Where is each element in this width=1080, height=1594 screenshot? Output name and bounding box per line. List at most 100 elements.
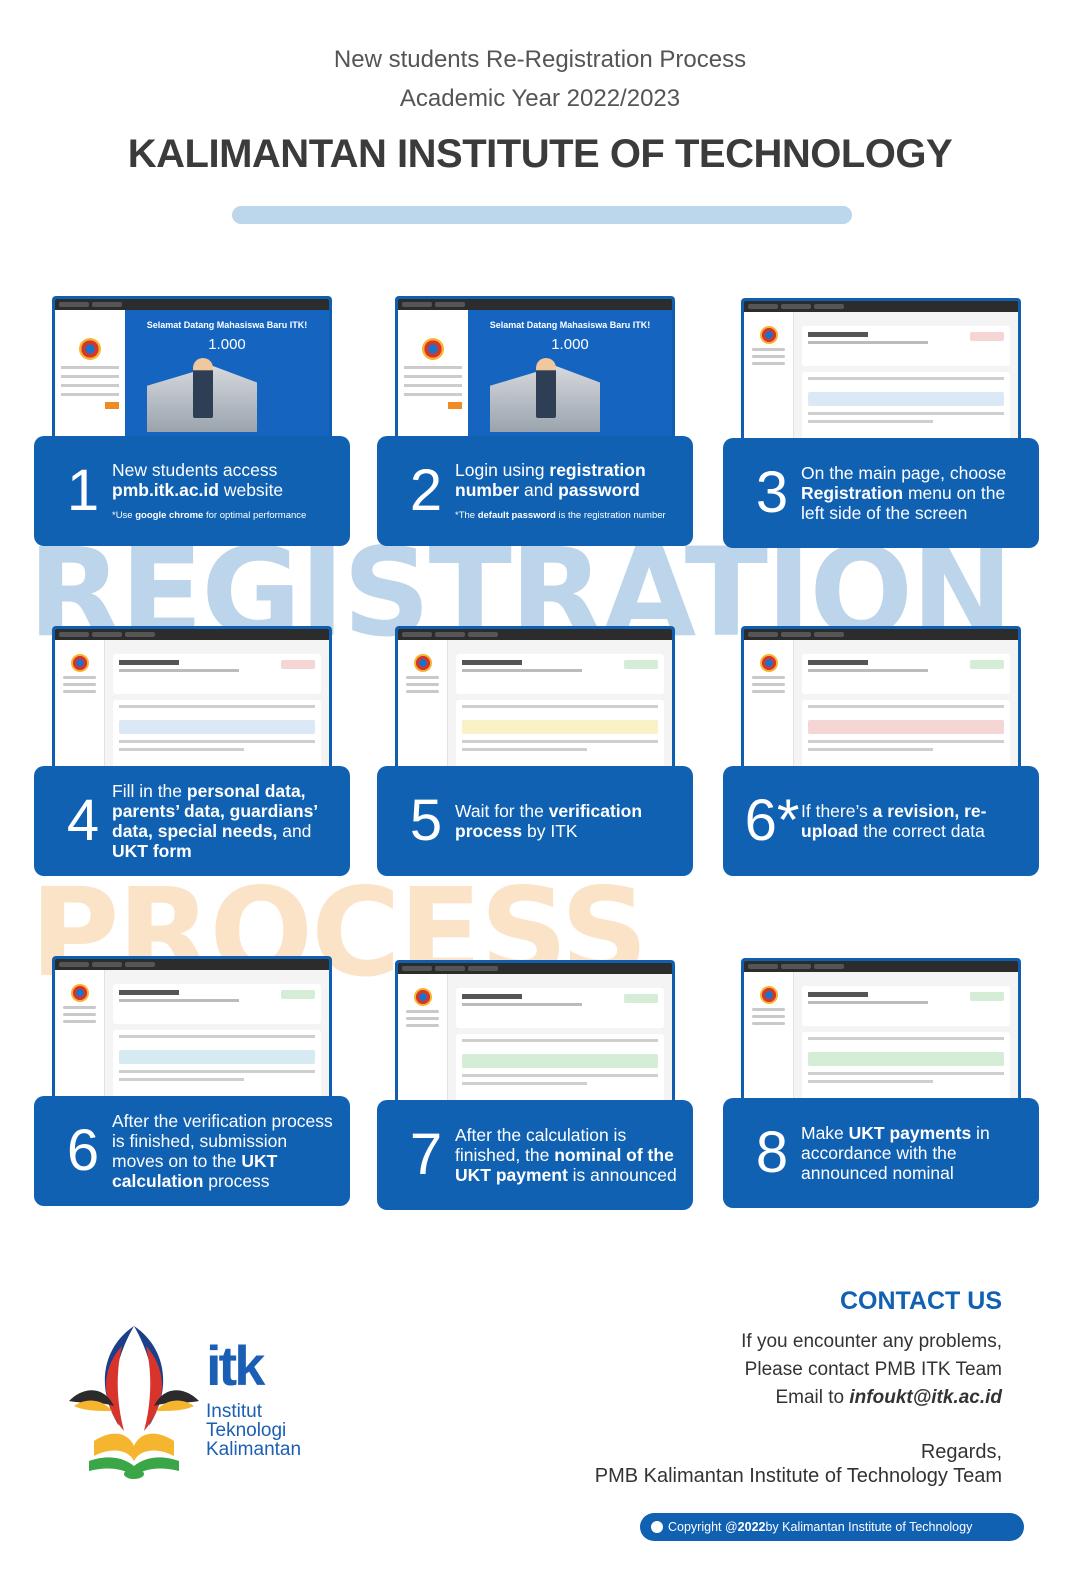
step-text: menu on the left side of the screen xyxy=(801,483,1006,523)
step-screenshot xyxy=(741,958,1021,1108)
step-screenshot xyxy=(395,626,675,776)
screenshot-count: 1.000 xyxy=(208,336,246,353)
step-description: After the verification process is finish… xyxy=(112,1096,340,1206)
step-text-bold: registration number xyxy=(455,460,646,500)
step-text: by ITK xyxy=(522,821,578,841)
step-text-bold: UKT form xyxy=(112,841,192,861)
step-text: After the calculation is finished, the xyxy=(455,1125,627,1165)
step-description: If there’s a revision, re-upload the cor… xyxy=(801,766,1029,876)
page-header: New students Re-Registration Process Aca… xyxy=(0,40,1080,177)
page-title: KALIMANTAN INSTITUTE OF TECHNOLOGY xyxy=(127,132,953,176)
step-number: 3 xyxy=(755,460,789,525)
step-card: 6 After the verification process is fini… xyxy=(34,1096,350,1206)
step-card: 2 Login using registration number and pa… xyxy=(377,436,693,546)
step-note: *The default password is the registratio… xyxy=(455,510,683,522)
step-number: 7 xyxy=(409,1122,443,1187)
step-text-bold: nominal of the UKT payment xyxy=(455,1145,674,1185)
itk-name-line-3: Kalimantan xyxy=(206,1439,302,1460)
step-screenshot xyxy=(395,960,675,1110)
step-description: Make UKT payments in accordance with the… xyxy=(801,1098,1029,1208)
step-description: On the main page, choose Registration me… xyxy=(801,438,1029,548)
step-text-bold: a revision, re-upload xyxy=(801,801,987,841)
screenshot-welcome-text: Selamat Datang Mahasiswa Baru ITK! xyxy=(489,320,651,330)
regards-block: Regards, PMB Kalimantan Institute of Tec… xyxy=(595,1440,1002,1488)
note-text-bold: default password xyxy=(477,510,556,521)
regards-text: Regards, xyxy=(920,1441,1002,1463)
contact-email-line: Email to infoukt@itk.ac.id xyxy=(595,1384,1002,1412)
step-screenshot xyxy=(52,626,332,776)
step-card: 8 Make UKT payments in accordance with t… xyxy=(723,1098,1039,1208)
step-description: New students access pmb.itk.ac.id websit… xyxy=(112,436,340,546)
step-description: Login using registration number and pass… xyxy=(455,436,683,546)
team-signature: PMB Kalimantan Institute of Technology T… xyxy=(594,1465,1002,1487)
contact-line-1: If you encounter any problems, xyxy=(741,1331,1002,1352)
step-number: 4 xyxy=(66,788,100,853)
step-text: the correct data xyxy=(858,821,985,841)
step-screenshot: Selamat Datang Mahasiswa Baru ITK! 1.000 xyxy=(395,296,675,446)
step-card: 6* If there’s a revision, re-upload the … xyxy=(723,766,1039,876)
step-card: 1 New students access pmb.itk.ac.id webs… xyxy=(34,436,350,546)
step-text: in accordance with the announced nominal xyxy=(801,1123,990,1183)
copyright-dot-icon xyxy=(651,1521,663,1533)
step-screenshot xyxy=(52,956,332,1106)
step-text-bold: personal data, parents’ data, guardians’… xyxy=(112,781,318,841)
note-text: *Use xyxy=(112,510,136,521)
email-prefix: Email to xyxy=(775,1387,850,1408)
step-card: 7 After the calculation is finished, the… xyxy=(377,1100,693,1210)
step-text: process xyxy=(203,1171,270,1191)
step-screenshot xyxy=(741,298,1021,448)
step-number: 8 xyxy=(755,1120,789,1185)
step-card: 3 On the main page, choose Registration … xyxy=(723,438,1039,548)
itk-logo: itk Institut Teknologi Kalimantan xyxy=(64,1316,334,1486)
step-text-bold: verification process xyxy=(455,801,643,841)
step-number: 2 xyxy=(409,458,443,523)
copyright-suffix: by Kalimantan Institute of Technology xyxy=(765,1520,973,1534)
step-text: If there’s xyxy=(801,801,873,821)
note-text-bold: google chrome xyxy=(135,510,204,521)
itk-name-line-2: Teknologi xyxy=(206,1420,287,1441)
step-text: Make xyxy=(801,1123,849,1143)
step-number: 5 xyxy=(409,788,443,853)
subtitle-line-1: New students Re-Registration Process xyxy=(333,46,747,73)
step-screenshot xyxy=(741,626,1021,776)
itk-emblem-icon xyxy=(69,1326,199,1479)
step-card: 4 Fill in the personal data, parents’ da… xyxy=(34,766,350,876)
step-text-bold: Registration xyxy=(801,483,904,503)
step-text: Login using xyxy=(455,460,550,480)
step-text-bold: UKT payments xyxy=(848,1123,972,1143)
step-text-bold: UKT calculation xyxy=(112,1151,278,1191)
step-text: On the main page, choose xyxy=(801,463,1007,483)
copyright-badge: Copyright @ 2022 by Kalimantan Institute… xyxy=(640,1513,1024,1541)
screenshot-count: 1.000 xyxy=(551,336,589,353)
step-text: New students access xyxy=(112,460,278,480)
step-text-bold: password xyxy=(558,480,640,500)
step-description: Wait for the verification process by ITK xyxy=(455,766,683,876)
contact-line-2: Please contact PMB ITK Team xyxy=(744,1359,1002,1380)
step-description: After the calculation is finished, the n… xyxy=(455,1100,683,1210)
note-text: *The xyxy=(455,510,478,521)
title-divider xyxy=(232,206,852,224)
step-text: and xyxy=(519,480,559,500)
copyright-year: 2022 xyxy=(737,1520,766,1534)
step-note: *Use google chrome for optimal performan… xyxy=(112,510,340,522)
itk-wordmark: itk xyxy=(206,1334,265,1397)
step-card: 5 Wait for the verification process by I… xyxy=(377,766,693,876)
contact-heading: CONTACT US xyxy=(839,1287,1002,1315)
step-text-bold: pmb.itk.ac.id xyxy=(112,480,219,500)
step-text: Wait for the xyxy=(455,801,549,821)
subtitle-line-2: Academic Year 2022/2023 xyxy=(399,85,681,112)
step-text: After the verification process is finish… xyxy=(112,1111,333,1171)
step-number: 6 xyxy=(66,1118,100,1183)
step-text: and xyxy=(277,821,312,841)
step-number: 1 xyxy=(66,458,100,523)
step-description: Fill in the personal data, parents’ data… xyxy=(112,766,340,876)
step-number: 6* xyxy=(744,788,800,853)
contact-email-link[interactable]: infoukt@itk.ac.id xyxy=(849,1387,1002,1408)
step-text: is announced xyxy=(567,1165,677,1185)
note-text: is the registration number xyxy=(555,510,666,521)
note-text: for optimal performance xyxy=(203,510,307,521)
contact-section: CONTACT US If you encounter any problems… xyxy=(595,1286,1002,1488)
itk-name: Institut Teknologi Kalimantan xyxy=(206,1402,301,1459)
step-screenshot: Selamat Datang Mahasiswa Baru ITK! 1.000 xyxy=(52,296,332,446)
copyright-prefix: Copyright @ xyxy=(668,1520,738,1534)
